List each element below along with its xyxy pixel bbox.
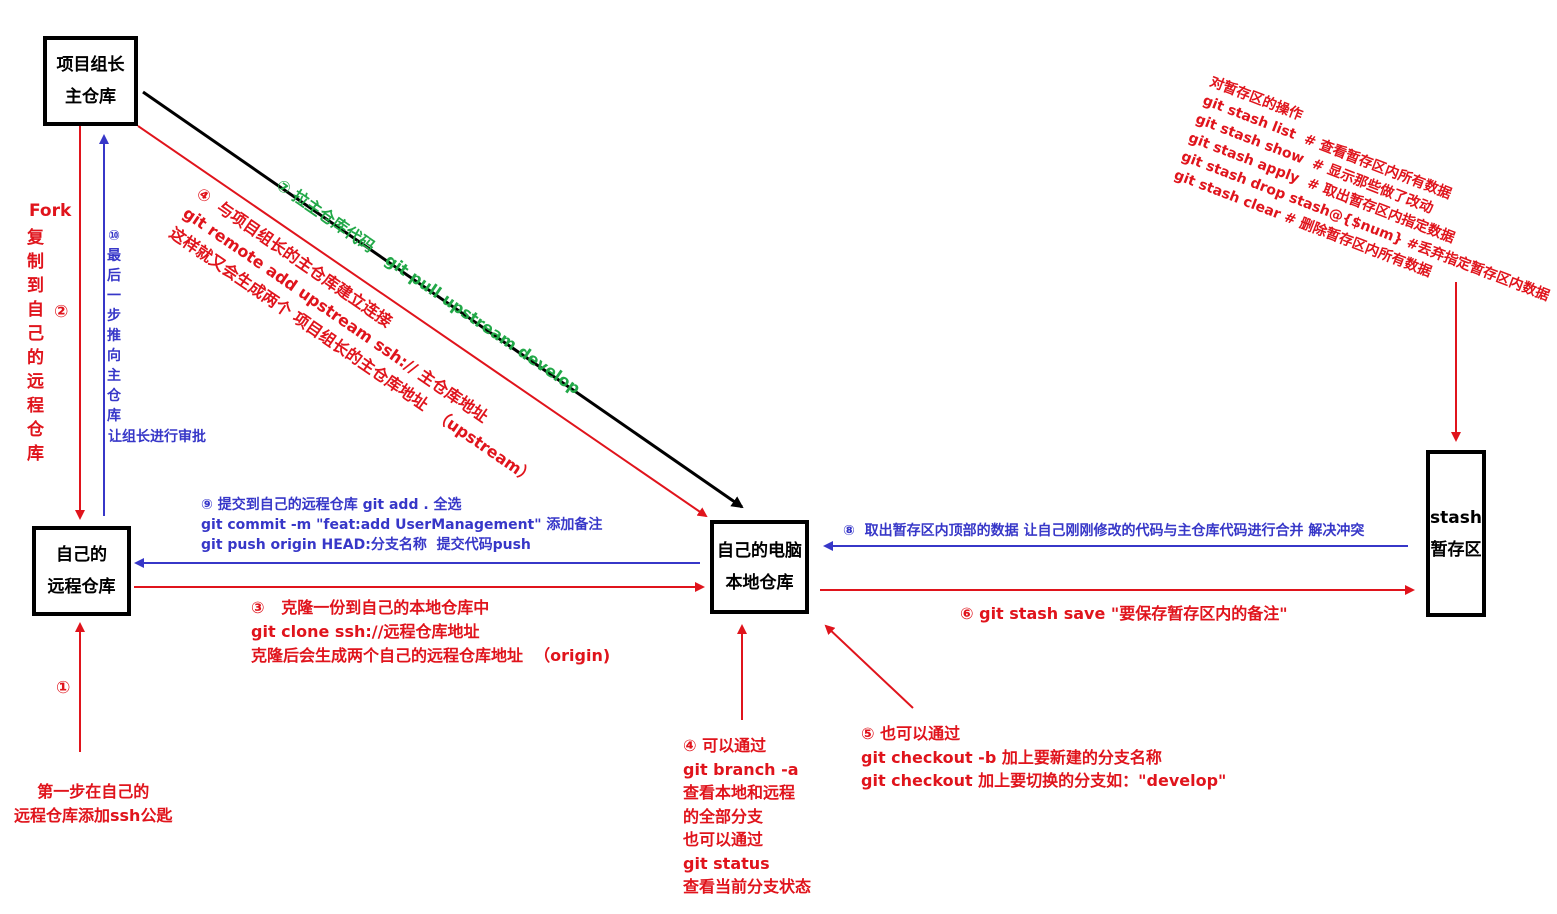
own-remote-line1: 自己的 — [56, 545, 107, 565]
push-main-tail-label: 让组长进行审批 — [108, 429, 206, 445]
main-repo-line1: 项目组长 — [56, 55, 125, 75]
remote-add-arrow — [137, 125, 708, 518]
own-remote-box: 自己的 远程仓库 — [32, 526, 131, 616]
checkout-arrow — [824, 624, 914, 709]
local-repo-line1: 自己的电脑 — [717, 541, 802, 561]
step4-branch-label: ④ 可以通过 git branch -a 查看本地和远程 的全部分支 也可以通过… — [683, 736, 812, 896]
fork-label: Fork — [29, 201, 72, 221]
step8-label: ⑧ 取出暂存区内顶部的数据 让自己刚刚修改的代码与主仓库代码进行合并 解决冲突 — [843, 523, 1365, 539]
push-main-vertical-label: ⑩ 最 后 一 步 推 向 主 仓 库 — [107, 228, 121, 424]
step3-label: ③ 克隆一份到自己的本地仓库中 git clone ssh://远程仓库地址 克… — [251, 598, 611, 665]
stash-box: stash 暂存区 — [1426, 450, 1486, 617]
local-repo-line2: 本地仓库 — [725, 573, 794, 593]
stash-line1: stash — [1430, 507, 1482, 528]
step9-label: ⑨ 提交到自己的远程仓库 git add . 全选 git commit -m … — [201, 497, 603, 553]
pull-upstream-arrow — [142, 90, 744, 509]
fork-step-number: ② — [54, 302, 69, 322]
step1-text: 第一步在自己的 远程仓库添加ssh公匙 — [14, 782, 173, 825]
step5-label: ⑤ 也可以通过 git checkout -b 加上要新建的分支名称 git c… — [861, 724, 1227, 790]
own-remote-line2: 远程仓库 — [47, 577, 116, 597]
main-repo-box: 项目组长 主仓库 — [43, 36, 138, 126]
stash-line2: 暂存区 — [1430, 539, 1482, 560]
main-repo-line2: 主仓库 — [65, 87, 116, 107]
step1-number: ① — [56, 678, 71, 698]
fork-vertical-label: 复 制 到 自 己 的 远 程 仓 库 — [27, 228, 44, 464]
local-repo-box: 自己的电脑 本地仓库 — [710, 520, 809, 614]
step6-label: ⑥ git stash save "要保存暂存区内的备注" — [960, 604, 1288, 623]
